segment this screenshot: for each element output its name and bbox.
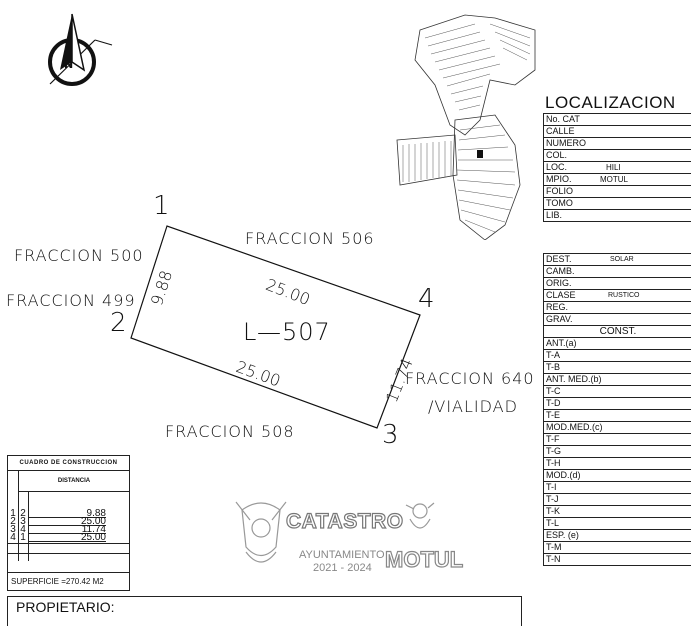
owner-label: PROPIETARIO: [7, 596, 522, 626]
table-row: LOC.HILI [544, 162, 691, 174]
localizacion-title: LOCALIZACION [545, 93, 676, 113]
table-row: MOD.MED.(c) [544, 422, 691, 434]
dest-value: SOLAR [610, 254, 634, 265]
table-row: T-H [544, 458, 691, 470]
mascot-icon [402, 497, 438, 541]
neighbor-label: FRACCION 500 [14, 246, 144, 265]
table-row: ANT.(a) [544, 338, 691, 350]
lot-label: L—507 [243, 318, 331, 346]
table-row: T-N [544, 554, 691, 566]
vertex-label: 4 [418, 284, 435, 314]
neighbor-label: FRACCION 499 [6, 291, 136, 310]
table-row: ANT. MED.(b) [544, 374, 691, 386]
table-row: T-A [544, 350, 691, 362]
table-row: CALLE [544, 126, 691, 138]
catastro-logo-text: CATASTRO [286, 510, 404, 534]
neighbor-label: FRACCION 508 [165, 422, 295, 441]
period-text: 2021 - 2024 [313, 562, 372, 574]
vertex-label: 1 [153, 191, 170, 221]
motul-logo-text: MOTUL [385, 547, 463, 573]
table-row: T-B [544, 362, 691, 374]
table-row: GRAV. [544, 314, 691, 326]
construction-subtitle: DISTANCIA [18, 471, 129, 492]
ayuntamiento-text: AYUNTAMIENTO [299, 549, 385, 561]
table-row: T-D [544, 398, 691, 410]
table-row: MOD.(d) [544, 470, 691, 482]
table-row: T-K [544, 506, 691, 518]
table-row: T-J [544, 494, 691, 506]
table-row: T-C [544, 386, 691, 398]
vertex-label: 3 [382, 420, 399, 450]
table-row: REG. [544, 302, 691, 314]
localizacion-table: No. CAT CALLE NUMERO COL. LOC.HILI MPIO.… [543, 113, 691, 222]
table-row: T-F [544, 434, 691, 446]
table-row: NUMERO [544, 138, 691, 150]
const-header: CONST. [544, 326, 691, 338]
neighbor-label: /VIALIDAD [428, 397, 518, 416]
table-row: T-I [544, 482, 691, 494]
table-row: COL. [544, 150, 691, 162]
table-row: T-L [544, 518, 691, 530]
neighbor-label: FRACCION 640 [405, 369, 535, 388]
table-row: CAMB. [544, 266, 691, 278]
table-row: MPIO.MOTUL [544, 174, 691, 186]
table-row: DEST.SOLAR [544, 254, 691, 266]
table-row: LIB. [544, 210, 691, 222]
mpio-value: MOTUL [600, 174, 628, 185]
table-row: No. CAT [544, 114, 691, 126]
table-row: T-E [544, 410, 691, 422]
loc-value: HILI [606, 162, 621, 173]
vertex-label: 2 [110, 308, 127, 338]
neighbor-label: FRACCION 506 [245, 229, 375, 248]
table-row: T-G [544, 446, 691, 458]
clase-value: RUSTICO [608, 290, 640, 301]
shield-emblem-icon [232, 492, 290, 574]
superficie-label: SUPERFICIE =270.42 M2 [8, 572, 129, 590]
table-row: T-M [544, 542, 691, 554]
table-row: ORIG. [544, 278, 691, 290]
table-row: TOMO [544, 198, 691, 210]
table-row: FOLIO [544, 186, 691, 198]
construction-title: CUADRO DE CONSTRUCCION [8, 456, 129, 471]
table-row: ESP. (e) [544, 530, 691, 542]
